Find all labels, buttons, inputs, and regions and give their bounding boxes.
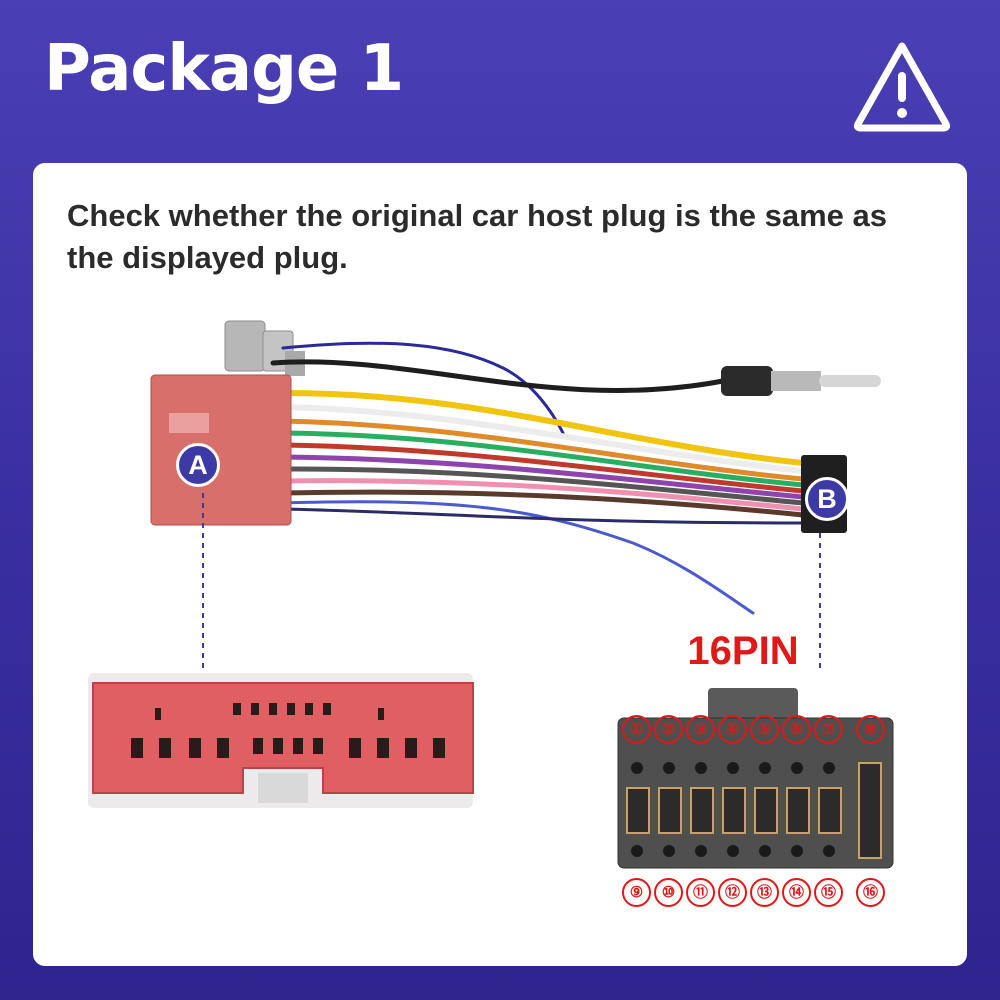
pin-count-title: 16PIN (687, 629, 799, 673)
connector-a (150, 374, 292, 526)
pin-label: ⑥ (782, 715, 811, 744)
pin-label: ① (622, 715, 651, 744)
pin-label: ⑬ (750, 878, 779, 907)
page-title: Package 1 (44, 32, 404, 106)
pin-label: ⑧ (856, 715, 885, 744)
grey-clip-connector (224, 320, 305, 376)
connector-b-badge: B (805, 477, 849, 521)
wiring-harness-illustration (88, 320, 894, 869)
pin-label: ⑮ (814, 878, 843, 907)
pin-label: ③ (686, 715, 715, 744)
connector-a-closeup (88, 673, 474, 808)
pin-label: ⑯ (856, 878, 885, 907)
pin-label: ⑩ (654, 878, 683, 907)
connector-b-closeup (617, 688, 894, 869)
antenna-plug (721, 366, 881, 396)
pin-label: ⑭ (782, 878, 811, 907)
warning-triangle-icon (853, 42, 951, 132)
instruction-text: Check whether the original car host plug… (67, 198, 888, 275)
pin-label: ⑤ (750, 715, 779, 744)
pin-label: ④ (718, 715, 747, 744)
pin-label: ⑫ (718, 878, 747, 907)
pin-label: ⑨ (622, 878, 651, 907)
pin-label: ② (654, 715, 683, 744)
wire-bundle (270, 341, 806, 615)
connector-a-badge: A (176, 443, 220, 487)
content-card: Check whether the original car host plug… (33, 163, 967, 966)
pin-label: ⑪ (686, 878, 715, 907)
pin-label: ⑦ (814, 715, 843, 744)
